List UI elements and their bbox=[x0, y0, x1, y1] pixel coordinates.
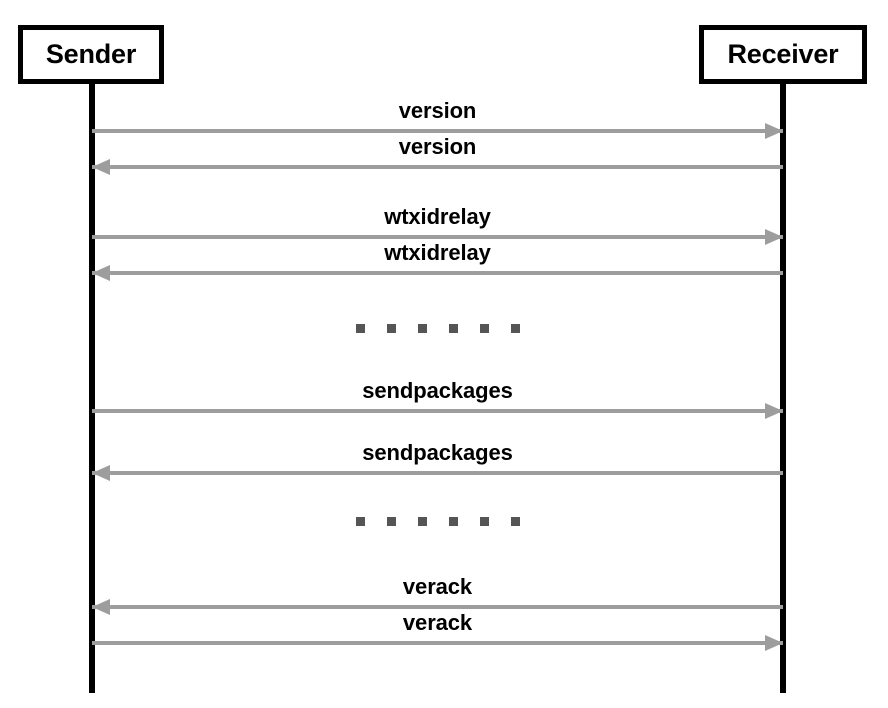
message-label: wtxidrelay bbox=[384, 240, 491, 265]
ellipsis-dot bbox=[355, 324, 365, 333]
arrow-right-icon bbox=[765, 123, 783, 139]
ellipsis-dot bbox=[448, 324, 458, 333]
arrow-left-icon bbox=[92, 159, 110, 175]
message-line bbox=[92, 129, 783, 133]
lifeline-receiver bbox=[780, 84, 786, 693]
message-line bbox=[92, 165, 783, 169]
participant-sender[interactable]: Sender bbox=[18, 25, 164, 84]
ellipsis-dot bbox=[479, 517, 489, 526]
arrow-left-icon bbox=[92, 599, 110, 615]
message-label: sendpackages bbox=[362, 378, 513, 403]
message-label: version bbox=[398, 134, 477, 159]
ellipsis-dot bbox=[417, 517, 427, 526]
message-line bbox=[92, 605, 783, 609]
ellipsis-dot bbox=[386, 324, 396, 333]
arrow-right-icon bbox=[765, 635, 783, 651]
ellipsis-separator bbox=[92, 517, 783, 526]
message-line bbox=[92, 471, 783, 475]
arrow-left-icon bbox=[92, 265, 110, 281]
participant-receiver[interactable]: Receiver bbox=[699, 25, 867, 84]
arrow-right-icon bbox=[765, 403, 783, 419]
message-label: version bbox=[398, 98, 477, 123]
lifeline-sender bbox=[89, 84, 95, 693]
message-label: wtxidrelay bbox=[384, 204, 491, 229]
arrow-right-icon bbox=[765, 229, 783, 245]
ellipsis-dot bbox=[386, 517, 396, 526]
ellipsis-dot bbox=[355, 517, 365, 526]
message-line bbox=[92, 409, 783, 413]
participant-receiver-label: Receiver bbox=[727, 39, 839, 69]
ellipsis-dot bbox=[510, 324, 520, 333]
message-line bbox=[92, 641, 783, 645]
message-label: verack bbox=[402, 574, 473, 599]
participant-sender-label: Sender bbox=[45, 39, 137, 69]
message-label: verack bbox=[402, 610, 473, 635]
ellipsis-dot bbox=[479, 324, 489, 333]
ellipsis-dot bbox=[510, 517, 520, 526]
message-line bbox=[92, 235, 783, 239]
arrow-left-icon bbox=[92, 465, 110, 481]
message-line bbox=[92, 271, 783, 275]
ellipsis-dot bbox=[448, 517, 458, 526]
message-label: sendpackages bbox=[362, 440, 513, 465]
ellipsis-separator bbox=[92, 324, 783, 333]
ellipsis-dot bbox=[417, 324, 427, 333]
